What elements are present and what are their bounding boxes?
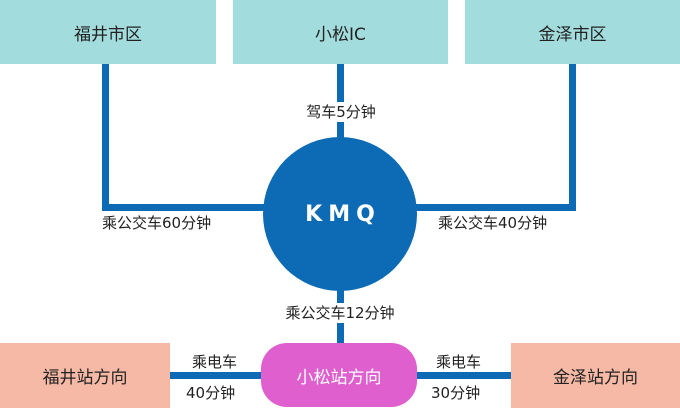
train-left-mode: 乘电车 xyxy=(192,353,238,371)
fukui-station-box: 福井站方向 xyxy=(0,343,170,408)
line-train-left xyxy=(170,372,265,379)
route-label-kanazawa-city: 乘公交车40分钟 xyxy=(438,214,548,232)
route-label-fukui-city: 乘公交车60分钟 xyxy=(102,214,212,232)
line-fukui-horizontal xyxy=(102,204,272,211)
kmq-airport-hub: KMQ xyxy=(263,137,417,291)
train-right-time: 30分钟 xyxy=(431,384,481,402)
route-label-station: 乘公交车12分钟 xyxy=(272,303,408,323)
fukui-city-box: 福井市区 xyxy=(0,0,216,64)
line-fukui-vertical xyxy=(102,64,109,211)
komatsu-station-label: 小松站方向 xyxy=(296,367,382,388)
line-train-right xyxy=(413,372,513,379)
route-label-ic: 驾车5分钟 xyxy=(295,102,387,122)
komatsu-ic-box: 小松IC xyxy=(233,0,448,64)
komatsu-ic-label: 小松IC xyxy=(315,24,366,45)
hub-label: KMQ xyxy=(305,201,381,227)
train-left-time: 40分钟 xyxy=(186,384,236,402)
train-right-mode: 乘电车 xyxy=(436,353,482,371)
kanazawa-city-label: 金泽市区 xyxy=(538,24,607,45)
kanazawa-station-box: 金泽站方向 xyxy=(511,343,680,408)
fukui-station-label: 福井站方向 xyxy=(42,368,128,388)
line-kanazawa-horizontal xyxy=(410,204,576,211)
fukui-city-label: 福井市区 xyxy=(74,24,142,45)
kanazawa-city-box: 金泽市区 xyxy=(465,0,680,64)
kanazawa-station-label: 金泽站方向 xyxy=(553,368,638,388)
line-kanazawa-vertical xyxy=(569,64,576,211)
komatsu-station-pill: 小松站方向 xyxy=(261,343,417,407)
